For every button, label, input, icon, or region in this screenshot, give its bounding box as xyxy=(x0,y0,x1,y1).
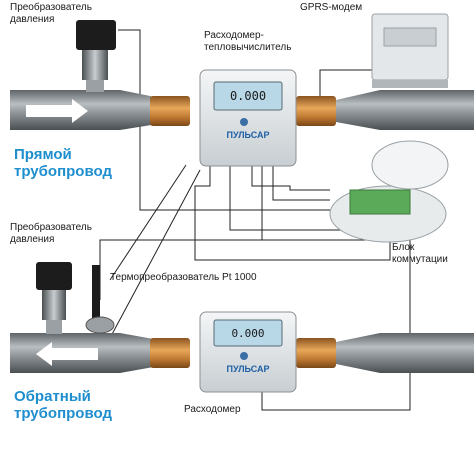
meter-brand: ПУЛЬСАР xyxy=(226,130,269,140)
flow-arrow-left-icon xyxy=(36,342,98,366)
pressure-transducer-top xyxy=(76,20,116,92)
label-flowmeter: Расходомер xyxy=(184,404,241,415)
wire-flowmeter xyxy=(261,240,411,411)
flowmeter-lcd xyxy=(213,319,283,347)
wire-temp-sensor xyxy=(100,169,201,339)
junction-box-lid xyxy=(371,140,449,190)
gprs-modem xyxy=(371,13,449,88)
flowmeter: ПУЛЬСАР 0.000 xyxy=(199,311,297,393)
wire-meter-box-2 xyxy=(251,166,330,191)
label-supply-pipe-2: трубопровод xyxy=(14,163,112,180)
label-junction-box-2: коммутации xyxy=(392,254,448,265)
flowmeter-display-value: 0.000 xyxy=(231,327,264,340)
label-temp-sensor: Термопреобразователь Pt 1000 xyxy=(110,272,257,283)
meter-lcd xyxy=(213,81,283,111)
flowmeter-button-icon xyxy=(240,352,248,360)
flowmeter-brand: ПУЛЬСАР xyxy=(226,364,269,374)
label-gprs-modem: GPRS-модем xyxy=(300,2,363,13)
temp-pointer xyxy=(109,164,187,281)
label-heat-meter-1: Расходомер- xyxy=(204,30,264,41)
heat-meter: ПУЛЬСАР 0.000 xyxy=(199,69,297,167)
wire-pressure-bottom xyxy=(99,239,262,300)
label-junction-box-1: Блок xyxy=(392,242,415,253)
label-pressure-top-1: Преобразователь xyxy=(10,2,92,13)
label-heat-meter-2: тепловычислитель xyxy=(204,42,292,53)
label-return-pipe-2: трубопровод xyxy=(14,405,112,422)
label-pressure-bottom-2: давления xyxy=(10,234,55,245)
wire-meter-box-3 xyxy=(194,166,391,261)
wire-return-meter xyxy=(229,166,390,231)
meter-display-value: 0.000 xyxy=(230,89,266,103)
label-return-pipe-1: Обратный xyxy=(14,388,91,405)
pressure-transducer-bottom xyxy=(36,262,72,334)
flow-arrow-right-icon xyxy=(26,99,88,123)
junction-box xyxy=(329,140,449,243)
wire-meter-to-box xyxy=(272,166,330,201)
supply-pipe xyxy=(10,90,474,130)
label-pressure-top-2: давления xyxy=(10,14,55,25)
meter-button-icon xyxy=(240,118,248,126)
label-supply-pipe-1: Прямой xyxy=(14,146,72,163)
return-pipe xyxy=(10,333,474,373)
label-pressure-bottom-1: Преобразователь xyxy=(10,222,92,233)
temperature-sensor xyxy=(85,265,115,334)
